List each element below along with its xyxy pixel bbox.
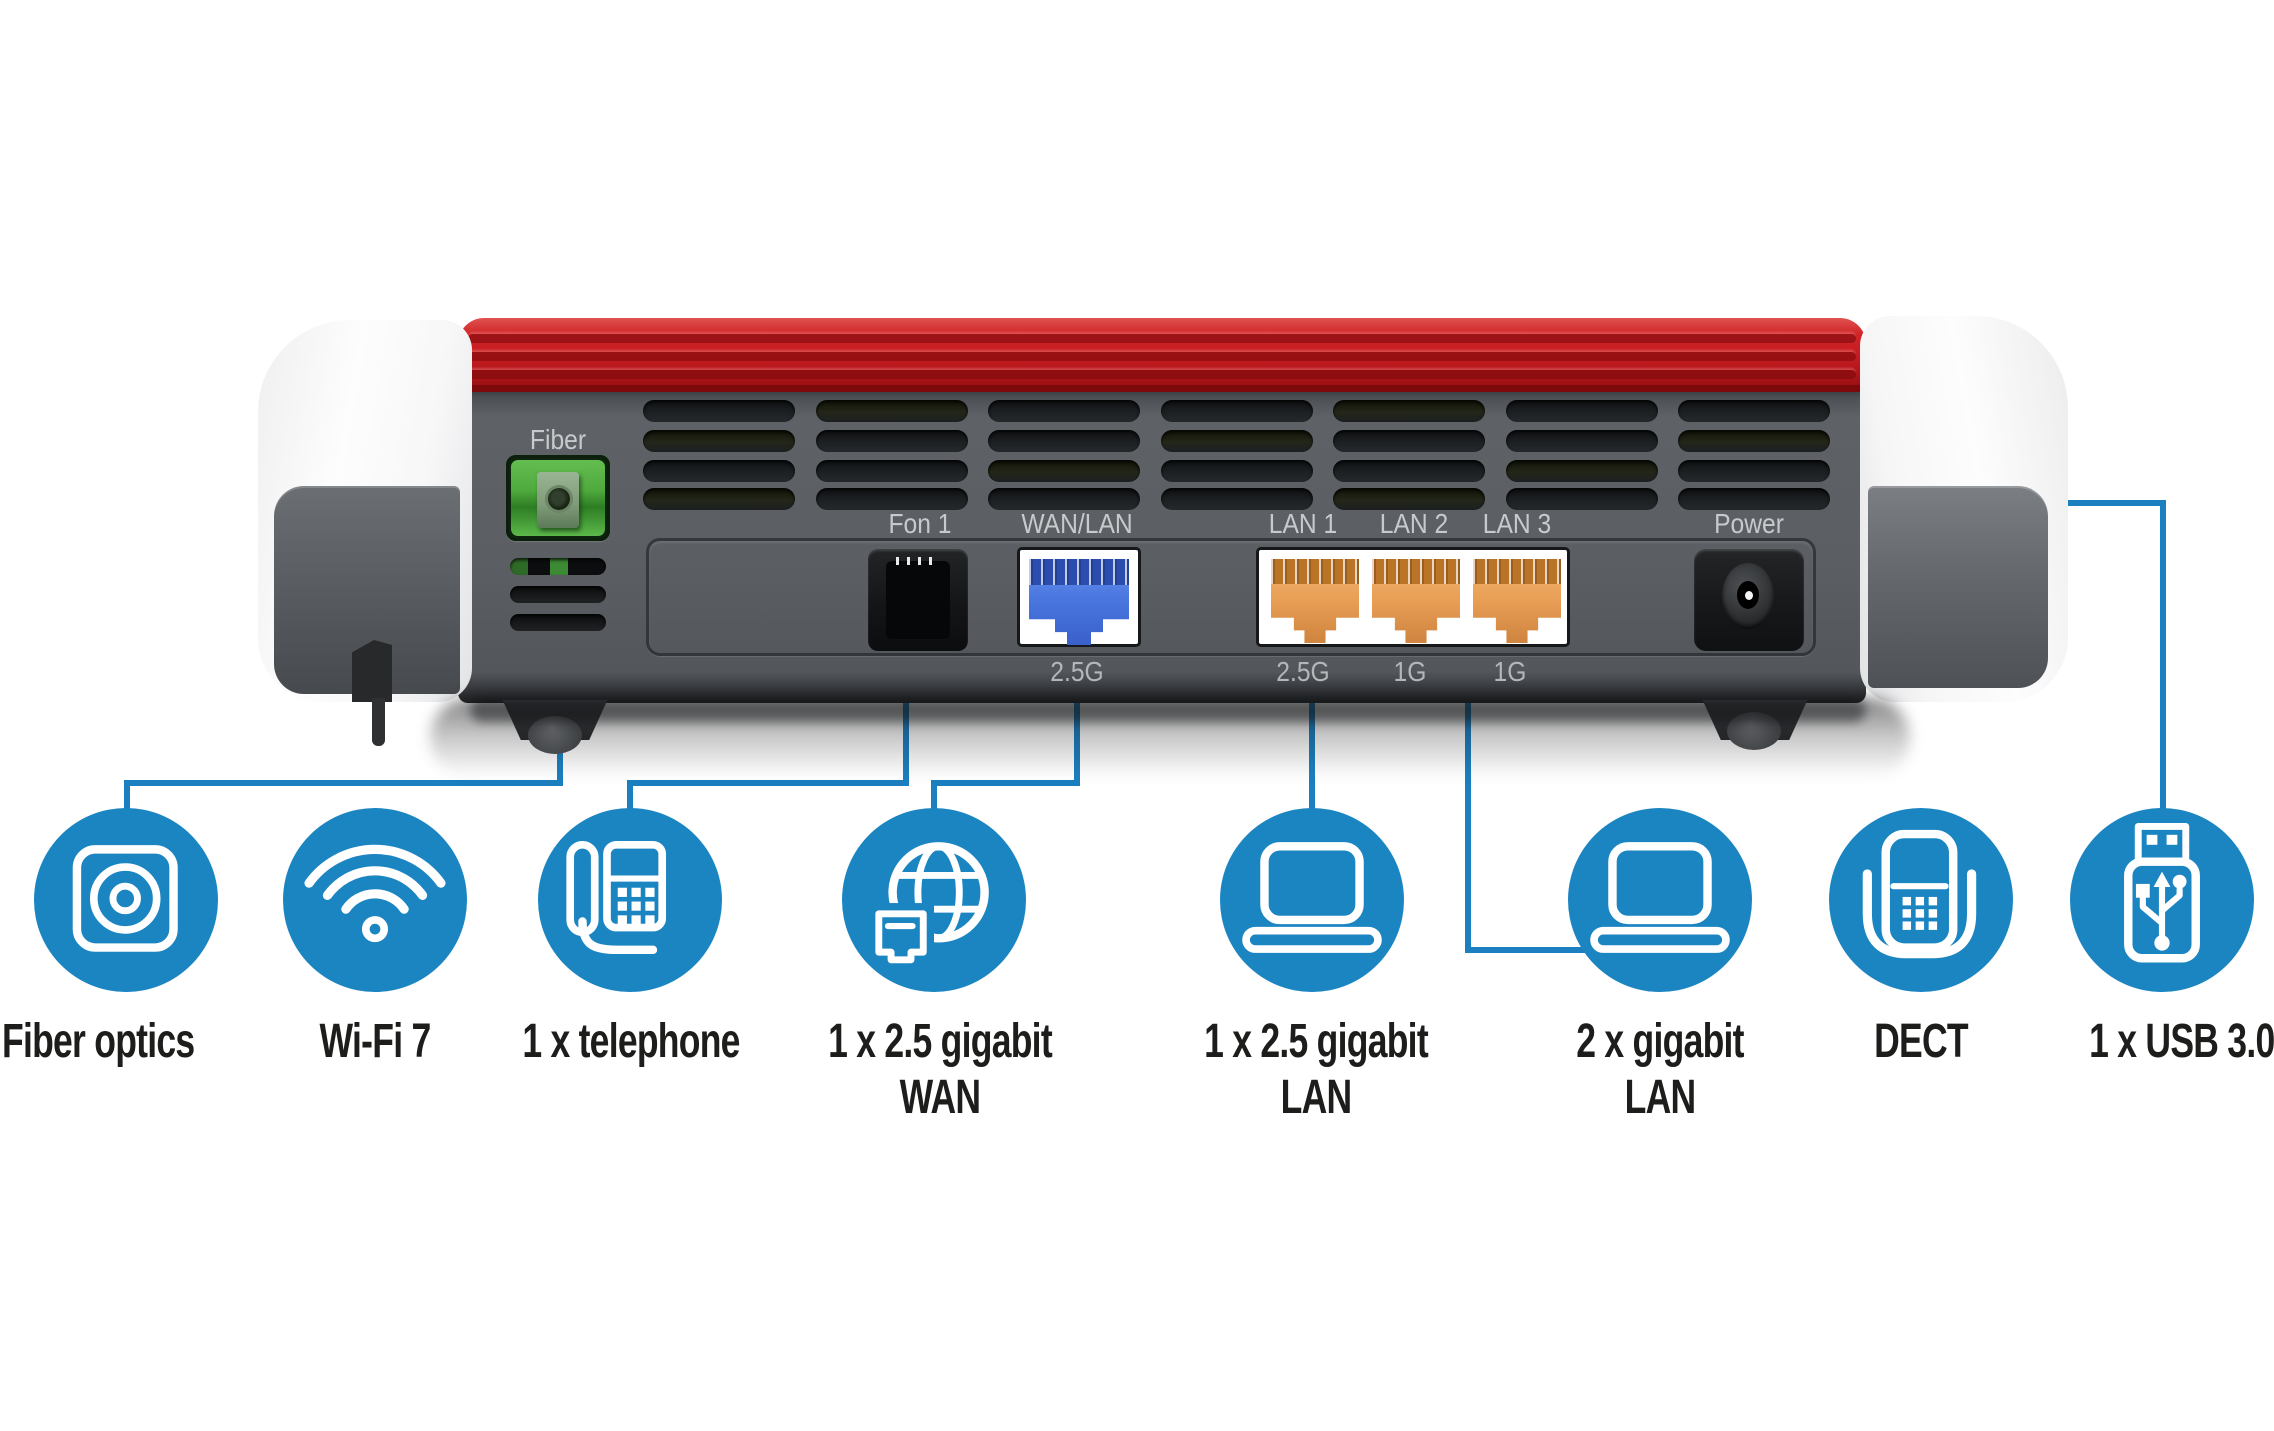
laptop-icon	[1568, 808, 1752, 992]
port-label-power: Power	[1714, 508, 1784, 539]
feature-label-dect: DECT	[1874, 1015, 1968, 1068]
router-body: Fon 1 WAN/LAN LAN 1 LAN 2 LAN 3 Power 2.…	[458, 388, 1866, 703]
dect-handset-icon	[1829, 808, 2013, 992]
wifi-icon	[283, 808, 467, 992]
feature-label-usb: 1 x USB 3.0	[2088, 1015, 2274, 1068]
fiber-port	[506, 455, 610, 541]
port-label-wanlan: WAN/LAN	[1021, 508, 1133, 539]
vent-row	[643, 400, 1830, 422]
feature-label-fiber-optics: Fiber optics	[2, 1015, 195, 1068]
callout-line-usb	[2050, 500, 2166, 814]
speed-label-lan2: 1G	[1393, 656, 1427, 687]
feature-label-lan-1g: 2 x gigabit LAN	[1576, 1015, 1744, 1124]
power-port	[1694, 549, 1804, 651]
mini-vent	[510, 586, 606, 603]
port-label-fiber: Fiber	[529, 424, 587, 455]
feature-label-wifi: Wi-Fi 7	[319, 1015, 432, 1068]
telephone-icon	[538, 808, 722, 992]
speed-label-wan: 2.5G	[1050, 656, 1104, 687]
port-label-fon1: Fon 1	[888, 508, 952, 539]
speed-label-lan1: 2.5G	[1276, 656, 1330, 687]
router-shadow	[430, 698, 1910, 778]
feature-label-lan-25g: 1 x 2.5 gigabit LAN	[1204, 1015, 1429, 1124]
kickstand-rod	[372, 698, 385, 746]
kickstand-notch	[352, 640, 392, 702]
feature-label-telephone: 1 x telephone	[522, 1015, 740, 1068]
lan3-port	[1473, 559, 1561, 643]
mini-vent	[510, 614, 606, 631]
usb-stick-icon	[2070, 808, 2254, 992]
lan2-port	[1372, 559, 1460, 643]
mini-vent	[510, 558, 606, 575]
vent-row	[643, 488, 1830, 510]
side-wing-right	[1868, 486, 2048, 688]
lan1-port	[1271, 559, 1359, 643]
wan-lan-port	[1017, 547, 1141, 647]
port-label-lan3: LAN 3	[1482, 508, 1552, 539]
router-red-top	[458, 318, 1866, 392]
callout-line-lan3	[1465, 698, 1592, 953]
lan-ports-group	[1256, 547, 1570, 647]
port-label-lan1: LAN 1	[1268, 508, 1338, 539]
feature-label-wan: 1 x 2.5 gigabit WAN	[828, 1015, 1053, 1124]
vent-row	[643, 460, 1830, 482]
globe-wan-icon	[842, 808, 1026, 992]
port-label-lan2: LAN 2	[1379, 508, 1449, 539]
fiber-socket-icon	[34, 808, 218, 992]
fon1-port	[868, 549, 968, 651]
laptop-icon	[1220, 808, 1404, 992]
port-panel	[646, 538, 1816, 656]
vent-row	[643, 430, 1830, 452]
speed-label-lan3: 1G	[1493, 656, 1527, 687]
